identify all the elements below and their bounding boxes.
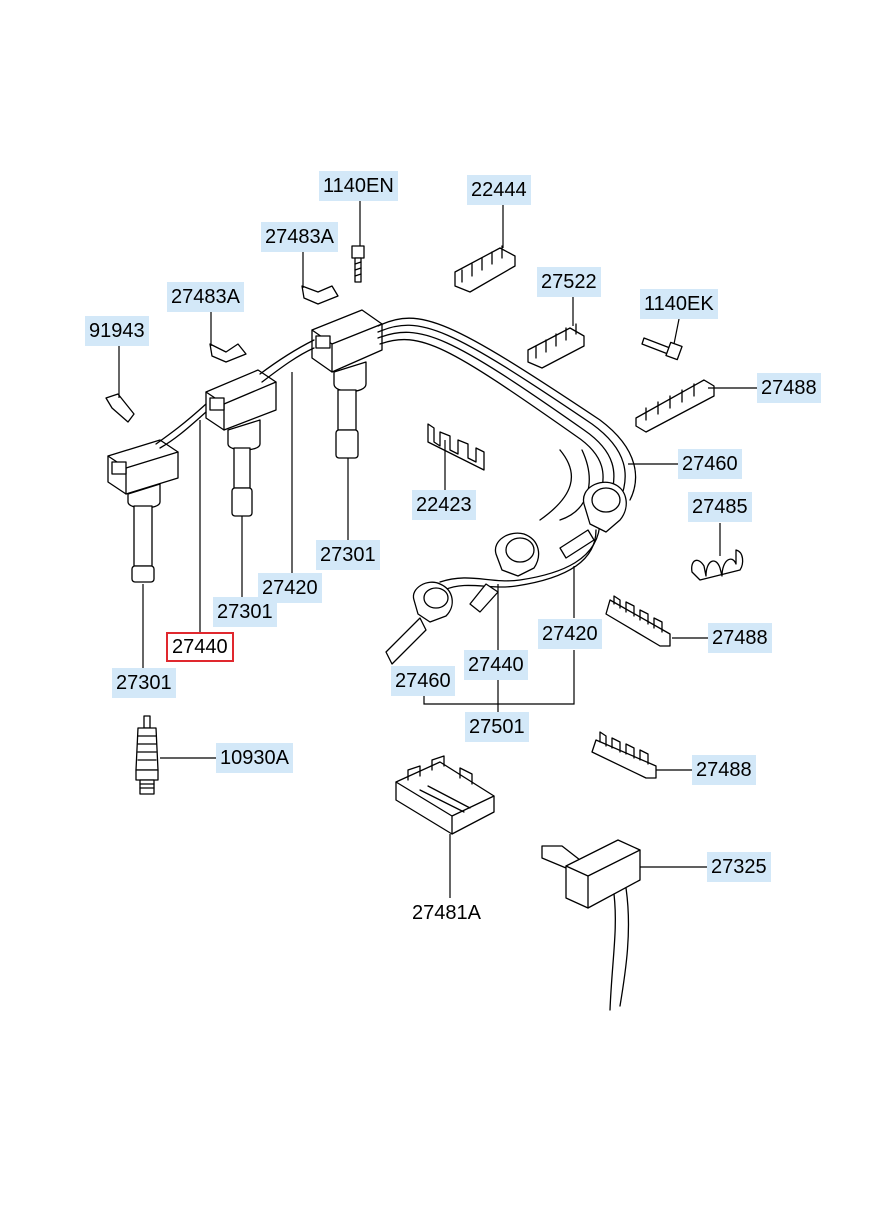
clip-27488-c	[591, 731, 657, 779]
callout-22444[interactable]: 22444	[467, 175, 531, 205]
clip-27522	[527, 323, 585, 369]
callout-27481a[interactable]: 27481A	[412, 902, 481, 924]
callout-27301-b[interactable]: 27301	[213, 597, 277, 627]
callout-27460-bottom[interactable]: 27460	[391, 666, 455, 696]
leader-lines	[118, 201, 757, 898]
harness-27460	[377, 317, 637, 665]
callout-27420-b[interactable]: 27420	[538, 619, 602, 649]
callout-27301-a[interactable]: 27301	[316, 540, 380, 570]
clip-27485	[691, 549, 744, 581]
callout-27460-right[interactable]: 27460	[678, 449, 742, 479]
spark-plug-10930a	[135, 715, 159, 795]
clip-22423	[427, 423, 485, 471]
callout-91943[interactable]: 91943	[85, 316, 149, 346]
ignition-coil-1	[107, 439, 179, 583]
callout-27488-b[interactable]: 27488	[708, 623, 772, 653]
callout-27420-a[interactable]: 27420	[258, 573, 322, 603]
callout-1140en[interactable]: 1140EN	[319, 171, 398, 201]
callout-27325[interactable]: 27325	[707, 852, 771, 882]
sensor-27325	[541, 839, 641, 1011]
callout-22423[interactable]: 22423	[412, 490, 476, 520]
callout-27483a-top[interactable]: 27483A	[261, 222, 338, 252]
bracket-91943	[105, 393, 135, 423]
bracket-27483a-top	[301, 285, 339, 305]
callout-27488-a[interactable]: 27488	[757, 373, 821, 403]
callout-27440-selected[interactable]: 27440	[166, 632, 234, 662]
callout-27522[interactable]: 27522	[537, 267, 601, 297]
clip-27488-a	[635, 379, 715, 433]
callout-1140ek[interactable]: 1140EK	[640, 289, 718, 319]
callout-27485[interactable]: 27485	[688, 492, 752, 522]
holder-27481a	[395, 755, 495, 835]
bolt-1140ek	[641, 337, 683, 361]
bolt-1140en	[351, 245, 365, 283]
callout-27440-b[interactable]: 27440	[464, 650, 528, 680]
ignition-coil-3	[311, 309, 383, 459]
callout-27501[interactable]: 27501	[465, 712, 529, 742]
clip-27488-b	[605, 595, 671, 647]
callout-27483a-left[interactable]: 27483A	[167, 282, 244, 312]
bracket-27483a-left	[209, 343, 247, 363]
callout-10930a[interactable]: 10930A	[216, 743, 293, 773]
ignition-coil-2	[205, 369, 277, 517]
callout-27301-c[interactable]: 27301	[112, 668, 176, 698]
clip-22444	[454, 245, 516, 293]
callout-27488-c[interactable]: 27488	[692, 755, 756, 785]
